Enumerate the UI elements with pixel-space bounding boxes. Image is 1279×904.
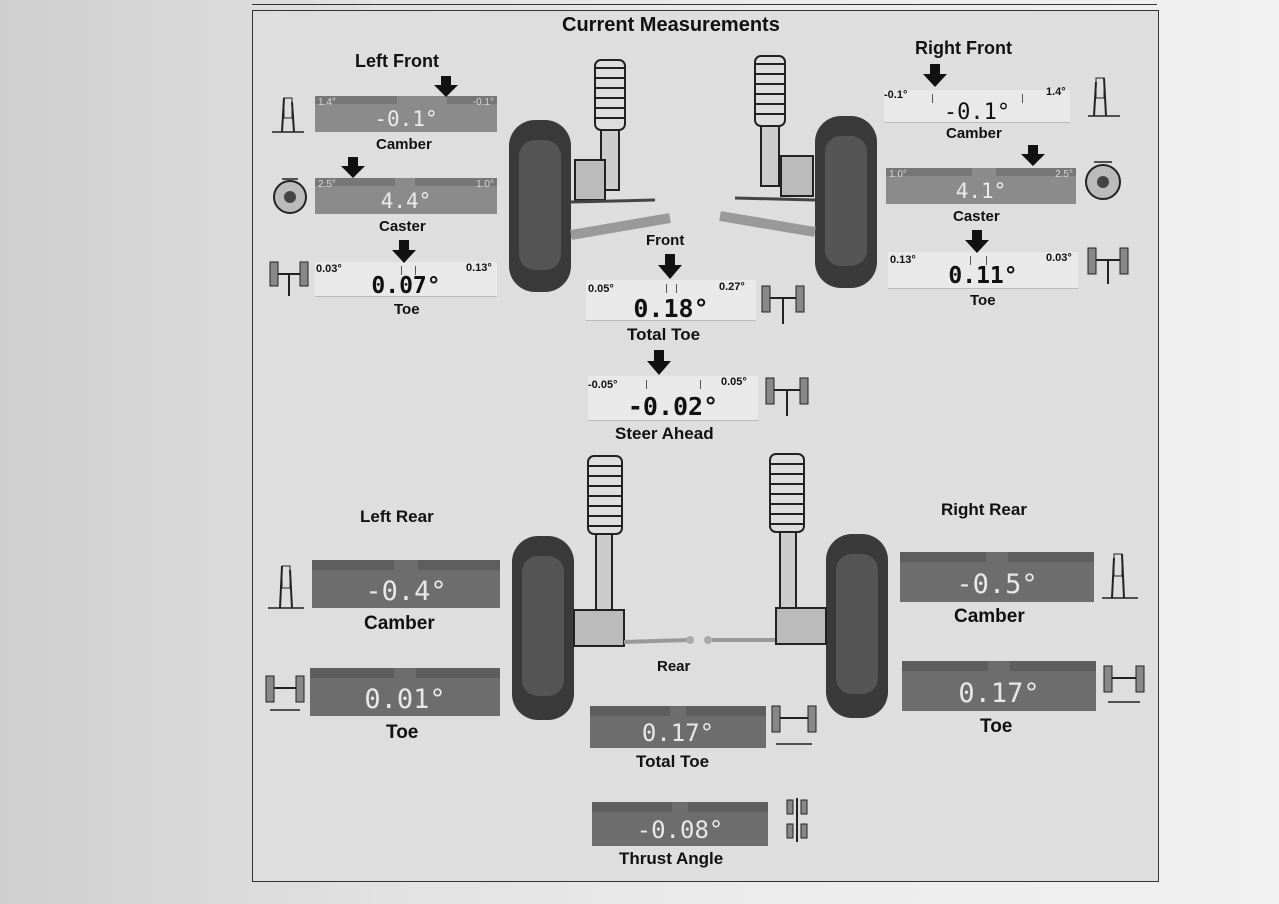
right-front-camber-min: -0.1° — [884, 89, 908, 101]
toe-icon — [1087, 247, 1129, 284]
right-front-camber-max: 1.4° — [1046, 86, 1066, 98]
right-front-caster-min: 1.0° — [889, 169, 907, 180]
thrust-angle-label: Thrust Angle — [619, 849, 724, 868]
right-rear-toe-value: 0.17° — [958, 678, 1040, 709]
target-arrow-icon — [923, 64, 947, 87]
right-front-toe-min: 0.13° — [890, 254, 916, 266]
left-rear-toe-value: 0.01° — [364, 684, 446, 715]
right-front-camber-meter: -0.1° — [884, 90, 1070, 125]
right-front-caster-label: Caster — [953, 208, 1000, 225]
left-front-caster-max: 1.0° — [476, 179, 494, 190]
target-arrow-icon — [341, 157, 365, 178]
page-title: Current Measurements — [562, 14, 780, 36]
rear-suspension-illustration — [512, 453, 888, 720]
front-total-toe-min: 0.05° — [588, 283, 614, 295]
left-front-camber-max: -0.1° — [472, 97, 494, 108]
left-front-caster-value: 4.4° — [380, 189, 432, 213]
toe-icon — [761, 285, 805, 324]
left-rear-heading: Left Rear — [360, 507, 434, 526]
front-total-toe-value: 0.18° — [633, 294, 709, 323]
left-rear-camber-value: -0.4° — [365, 576, 447, 607]
left-front-toe-meter: 0.07° — [315, 262, 497, 299]
camber-icon — [272, 97, 304, 133]
rear-total-toe-meter: 0.17° — [590, 706, 766, 748]
thrust-angle-icon — [786, 798, 808, 842]
left-front-toe-max: 0.13° — [466, 262, 492, 274]
target-arrow-icon — [658, 254, 682, 279]
steer-ahead-min: -0.05° — [588, 379, 618, 391]
toe-icon — [1103, 665, 1145, 703]
report-top-border — [252, 0, 1157, 5]
left-front-toe-min: 0.03° — [316, 263, 342, 275]
left-front-camber-meter: 1.4° -0.1° -0.1° — [315, 96, 497, 132]
right-rear-camber-label: Camber — [954, 606, 1025, 627]
right-rear-camber-meter: -0.5° — [900, 552, 1094, 602]
left-front-camber-min: 1.4° — [318, 97, 336, 108]
left-front-caster-meter: 2.5° 1.0° 4.4° — [315, 178, 497, 214]
left-rear-toe-label: Toe — [386, 722, 419, 743]
right-front-camber-value: -0.1° — [943, 100, 1011, 125]
rear-total-toe-value: 0.17° — [641, 719, 715, 747]
front-total-toe-meter: 0.18° — [586, 280, 756, 323]
camber-icon — [1088, 77, 1120, 117]
right-front-heading: Right Front — [915, 38, 1012, 58]
right-front-toe-value: 0.11° — [948, 263, 1018, 289]
camber-icon — [268, 565, 304, 609]
left-front-caster-min: 2.5° — [318, 179, 336, 190]
right-front-caster-meter: 1.0° 2.5° 4.1° — [886, 168, 1076, 204]
right-rear-heading: Right Rear — [941, 500, 1027, 519]
left-front-camber-value: -0.1° — [374, 107, 438, 131]
right-rear-camber-value: -0.5° — [956, 569, 1038, 600]
thrust-angle-meter: -0.08° — [592, 802, 768, 846]
target-arrow-icon — [965, 230, 989, 253]
caster-icon — [1085, 161, 1121, 200]
steer-ahead-meter: -0.02° — [588, 376, 758, 421]
front-total-toe-max: 0.27° — [719, 281, 745, 293]
camber-icon — [1102, 553, 1138, 599]
left-rear-camber-label: Camber — [364, 613, 435, 634]
right-front-camber-label: Camber — [946, 125, 1002, 142]
target-arrow-icon — [392, 240, 416, 263]
toe-icon — [269, 261, 309, 296]
front-axle-label: Front — [646, 232, 685, 249]
toe-icon — [265, 675, 305, 711]
steer-ahead-max: 0.05° — [721, 376, 747, 388]
steer-ahead-label: Steer Ahead — [615, 424, 714, 443]
thrust-angle-value: -0.08° — [636, 816, 724, 844]
caster-icon — [273, 178, 307, 214]
right-front-caster-value: 4.1° — [955, 179, 1007, 203]
target-arrow-icon — [1021, 145, 1045, 166]
front-total-toe-label: Total Toe — [627, 325, 701, 344]
right-front-toe-meter: 0.11° — [888, 252, 1078, 289]
right-front-toe-max: 0.03° — [1046, 252, 1072, 264]
front-suspension-illustration — [509, 55, 877, 292]
left-front-caster-label: Caster — [379, 218, 426, 235]
rear-axle-label: Rear — [657, 658, 691, 675]
target-arrow-icon — [434, 76, 458, 97]
left-front-toe-value: 0.07° — [371, 273, 441, 299]
right-front-caster-max: 2.5° — [1055, 169, 1073, 180]
left-rear-toe-meter: 0.01° — [310, 668, 500, 716]
left-front-toe-label: Toe — [394, 301, 420, 318]
left-front-heading: Left Front — [355, 51, 439, 71]
steer-ahead-value: -0.02° — [627, 392, 719, 421]
right-front-toe-label: Toe — [970, 292, 996, 309]
right-rear-toe-meter: 0.17° — [902, 661, 1096, 711]
rear-total-toe-label: Total Toe — [636, 752, 710, 771]
left-rear-camber-meter: -0.4° — [312, 560, 500, 608]
target-arrow-icon — [647, 350, 671, 375]
right-rear-toe-label: Toe — [980, 716, 1013, 737]
left-front-camber-label: Camber — [376, 136, 432, 153]
toe-icon — [771, 705, 817, 745]
toe-icon — [765, 377, 809, 416]
